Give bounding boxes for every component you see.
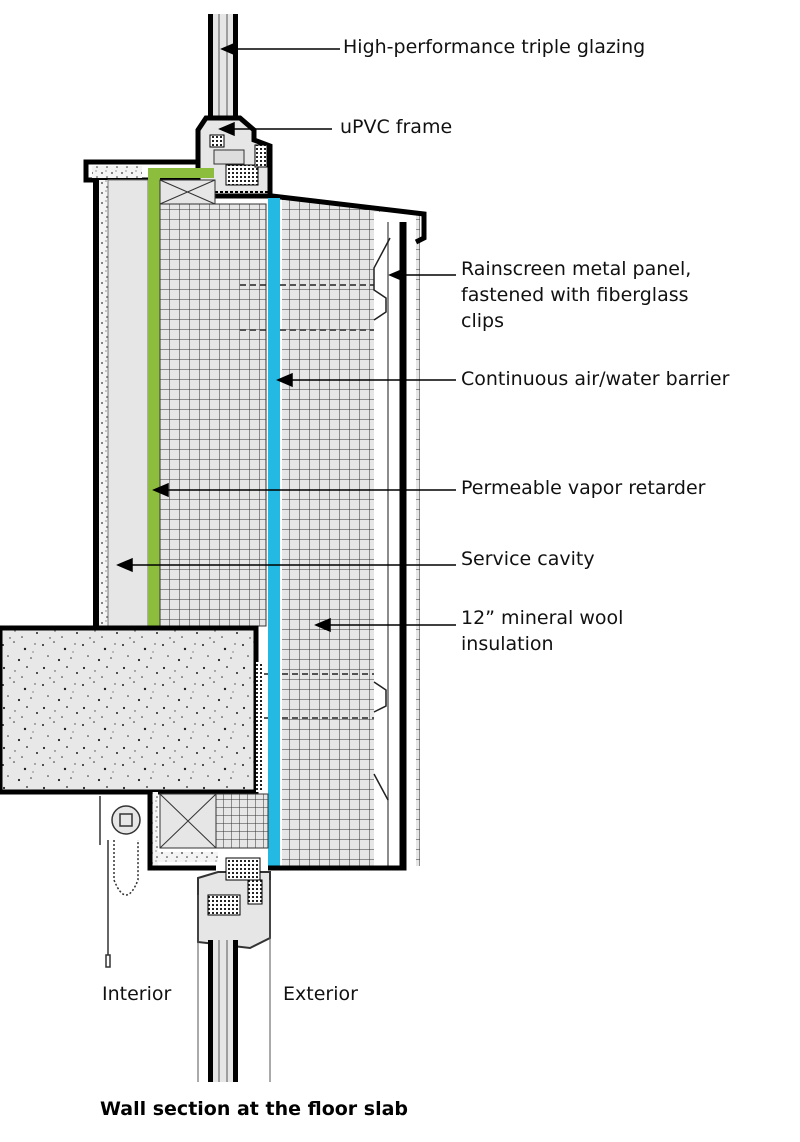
callout-frame-text: uPVC frame [340,116,453,138]
lower-lintel [147,792,269,871]
rainscreen-clips [240,237,391,801]
lower-upvc-frame [197,857,271,950]
callout-insulation: 12” mineral wool insulation [461,605,623,657]
callout-glazing: High-performance triple glazing [343,34,645,60]
callout-vapor-text: Permeable vapor retarder [461,477,706,499]
upper-upvc-frame [195,115,273,199]
slab-edge-insulation [256,662,264,792]
lower-glazing [197,880,271,1082]
vapor-retarder-strip [148,168,214,626]
figure-caption: Wall section at the floor slab [100,1098,409,1120]
callout-rainscreen-line3: clips [461,310,504,332]
callout-glazing-text: High-performance triple glazing [343,36,646,58]
upper-glazing [208,14,238,124]
callout-rainscreen: Rainscreen metal panel, fastened with fi… [461,256,691,334]
interior-label: Interior [102,983,172,1005]
callout-rainscreen-line2: fastened with fiberglass [461,284,689,306]
callout-barrier-text: Continuous air/water barrier [461,368,730,390]
callout-rainscreen-line1: Rainscreen metal panel, [461,258,692,280]
interior-wall [93,179,149,627]
inner-insulation [159,203,267,627]
leader-lines [116,41,456,633]
floor-slab [0,625,259,795]
air-water-barrier-strip [268,198,280,868]
callout-vapor: Permeable vapor retarder [461,475,706,501]
callout-insulation-line2: insulation [461,633,554,655]
callout-insulation-line1: 12” mineral wool [461,607,624,629]
callout-cavity-text: Service cavity [461,548,595,570]
roller-blind [99,796,141,968]
wood-blocking [92,166,142,178]
callout-barrier: Continuous air/water barrier [461,366,729,392]
exterior-label: Exterior [283,983,358,1005]
callout-frame: uPVC frame [340,114,452,140]
callout-cavity: Service cavity [461,546,595,572]
